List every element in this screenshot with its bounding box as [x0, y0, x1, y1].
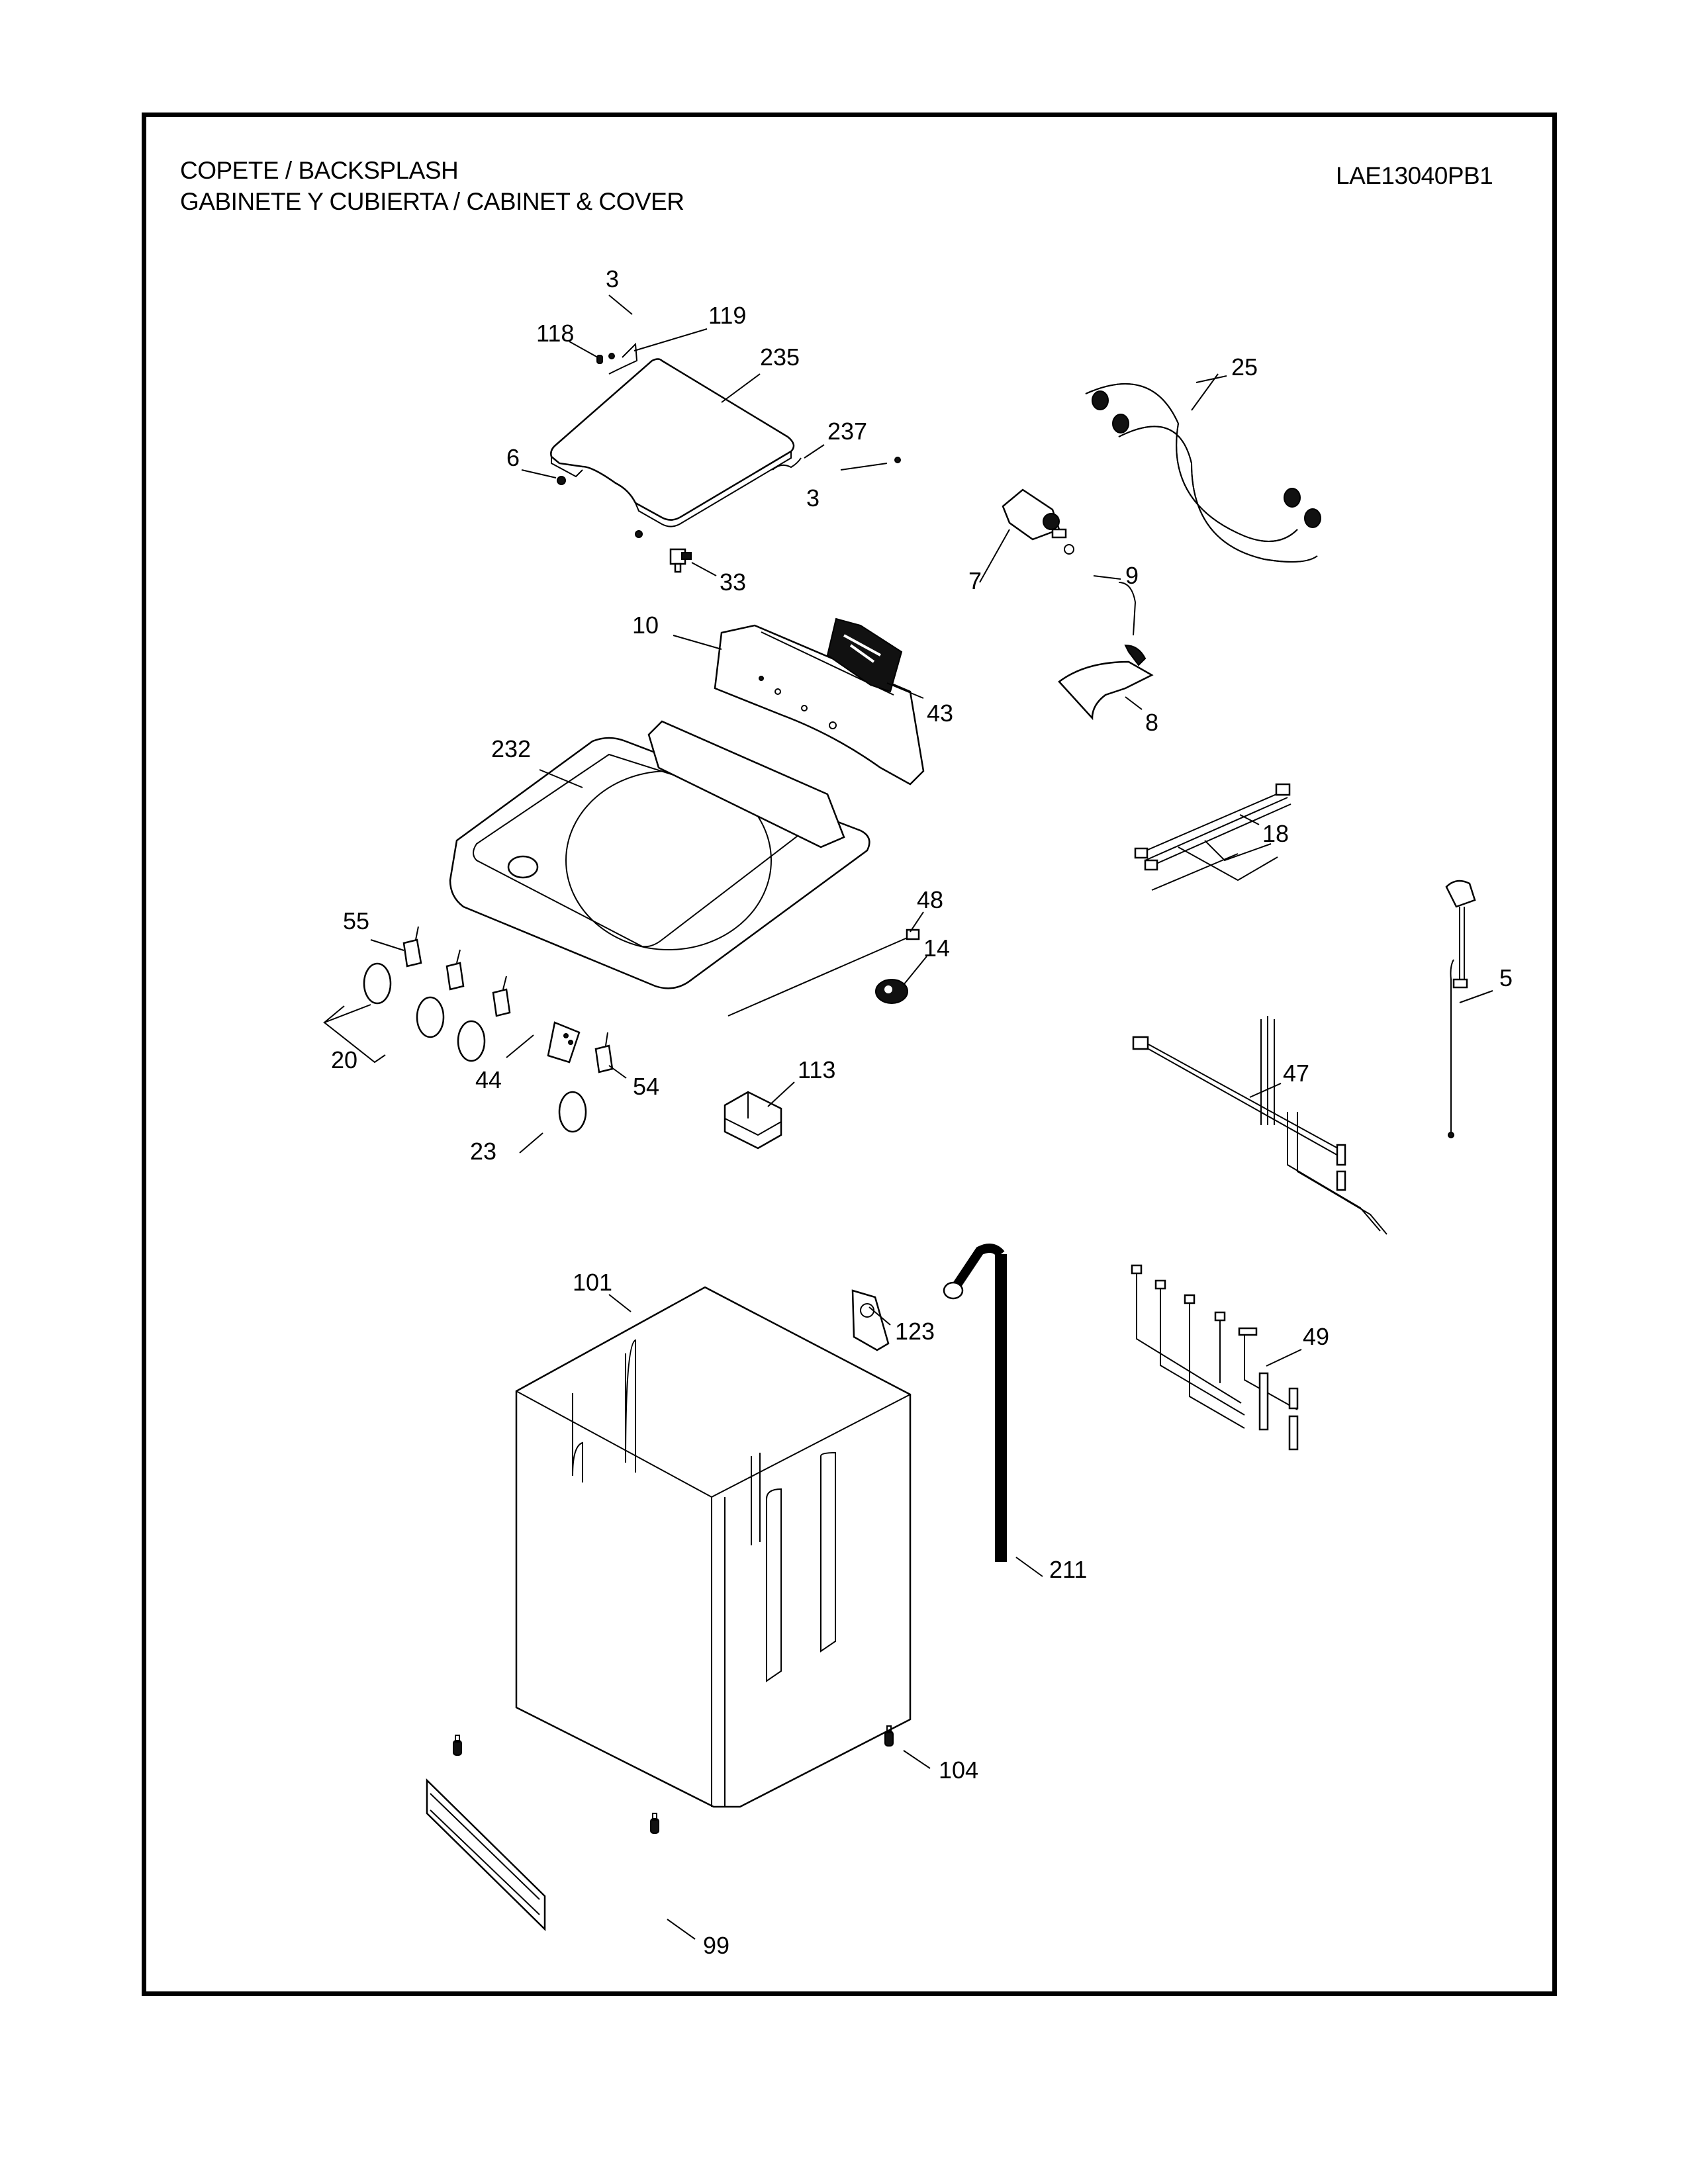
callout-104: 104: [939, 1756, 979, 1784]
part-inlet-hoses[interactable]: [1085, 383, 1321, 563]
callout-25: 25: [1231, 353, 1258, 381]
callout-44: 44: [475, 1066, 502, 1093]
callout-237: 237: [827, 418, 868, 445]
callout-23: 23: [470, 1138, 497, 1165]
leader-lines: [323, 295, 1493, 1940]
part-screw-right[interactable]: [894, 457, 901, 463]
callout-55: 55: [343, 907, 370, 934]
part-wire-harness-18[interactable]: [1134, 783, 1291, 891]
part-water-inlet-valve[interactable]: [1002, 488, 1067, 541]
callout-54: 54: [633, 1073, 660, 1100]
callout-43: 43: [927, 700, 954, 727]
part-knob-23[interactable]: [558, 1091, 587, 1133]
part-hose-clamp[interactable]: [1064, 544, 1074, 555]
part-leveling-leg-2[interactable]: [650, 1813, 659, 1834]
callout-6: 6: [506, 444, 520, 471]
part-drain-hose[interactable]: [943, 1244, 1007, 1562]
part-grommet[interactable]: [875, 979, 908, 1004]
part-switch-55b[interactable]: [445, 949, 465, 991]
callout-3-top: 3: [606, 265, 620, 293]
callout-48: 48: [917, 886, 944, 913]
title-backsplash: COPETE / BACKSPLASH: [180, 157, 459, 184]
callout-9: 9: [1125, 562, 1139, 589]
part-knob-1[interactable]: [363, 962, 392, 1005]
part-screw-top[interactable]: [608, 353, 615, 359]
part-water-inlet-nozzle[interactable]: [1058, 582, 1154, 721]
part-pressure-switch[interactable]: [1445, 880, 1476, 1138]
part-lid-spring[interactable]: [772, 457, 802, 471]
part-lid-lock[interactable]: [724, 1091, 782, 1150]
part-board-harness[interactable]: [1131, 1264, 1299, 1451]
part-control-console[interactable]: [714, 624, 925, 786]
callout-14: 14: [923, 934, 951, 962]
callout-113: 113: [798, 1056, 836, 1083]
part-led-board[interactable]: [547, 1021, 581, 1064]
callout-211: 211: [1049, 1556, 1088, 1583]
callout-10: 10: [632, 612, 659, 639]
part-hose-guide[interactable]: [851, 1289, 890, 1351]
callout-33: 33: [720, 569, 747, 596]
part-toe-panel[interactable]: [426, 1778, 546, 1931]
part-hinge-pin[interactable]: [596, 355, 603, 364]
part-nut[interactable]: [557, 476, 566, 485]
callout-20: 20: [331, 1046, 358, 1073]
part-switch-54[interactable]: [594, 1032, 614, 1073]
part-top-cover[interactable]: [449, 720, 870, 989]
part-control-board[interactable]: [826, 617, 903, 693]
part-main-wire-harness[interactable]: [1132, 1016, 1387, 1235]
callout-8: 8: [1145, 709, 1159, 736]
title-cabinet-cover: GABINETE Y CUBIERTA / CABINET & COVER: [180, 188, 684, 215]
part-knob-2[interactable]: [416, 996, 445, 1038]
diagram-border: [142, 113, 1557, 1996]
part-cabinet[interactable]: [515, 1286, 912, 1808]
part-leveling-leg-3[interactable]: [884, 1725, 894, 1747]
callout-3-right: 3: [806, 484, 820, 512]
callout-5: 5: [1499, 964, 1513, 991]
callout-123: 123: [895, 1318, 935, 1345]
part-lid-switch-actuator[interactable]: [669, 548, 692, 573]
callout-118: 118: [536, 320, 575, 347]
callout-232: 232: [491, 735, 532, 762]
part-hinge-rod[interactable]: [608, 342, 638, 375]
part-knob-3[interactable]: [457, 1020, 486, 1062]
part-switch-55[interactable]: [402, 926, 422, 968]
part-switch-55c[interactable]: [492, 976, 511, 1017]
part-leveling-leg-1[interactable]: [453, 1735, 462, 1756]
callout-235: 235: [760, 343, 800, 371]
callout-49: 49: [1303, 1323, 1330, 1350]
part-wire-48[interactable]: [727, 929, 920, 1017]
callout-119: 119: [708, 302, 747, 329]
part-lid[interactable]: [550, 358, 795, 527]
callout-18: 18: [1262, 820, 1289, 847]
part-nut-lower[interactable]: [635, 530, 643, 538]
callout-99: 99: [703, 1932, 730, 1959]
model-number: LAE13040PB1: [1336, 162, 1493, 189]
callout-7: 7: [968, 567, 982, 594]
callout-47: 47: [1283, 1060, 1310, 1087]
callout-101: 101: [573, 1269, 613, 1296]
